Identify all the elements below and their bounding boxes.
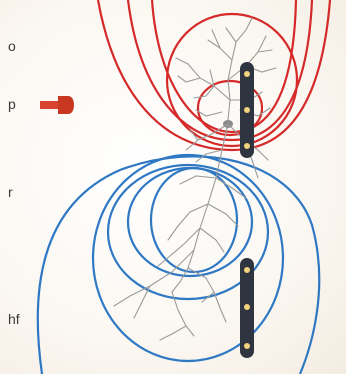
positive-field-contours xyxy=(98,0,330,150)
layer-label-p: p xyxy=(8,96,16,112)
upper-recording-probe xyxy=(240,62,254,158)
layer-label-r: r xyxy=(8,184,13,200)
layer-label-o: o xyxy=(8,38,16,54)
negative-contour-3 xyxy=(93,155,283,361)
probe-contact xyxy=(244,143,250,149)
probe-contact xyxy=(244,267,250,273)
negative-field-contours xyxy=(38,155,319,374)
probe-contact xyxy=(244,71,250,77)
probe-contact xyxy=(244,304,250,310)
layer-label-hf: hf xyxy=(8,311,20,327)
stimulator-pipette-icon xyxy=(40,96,74,114)
probe-contact xyxy=(244,107,250,113)
lower-recording-probe xyxy=(240,258,254,358)
probe-contact xyxy=(244,343,250,349)
